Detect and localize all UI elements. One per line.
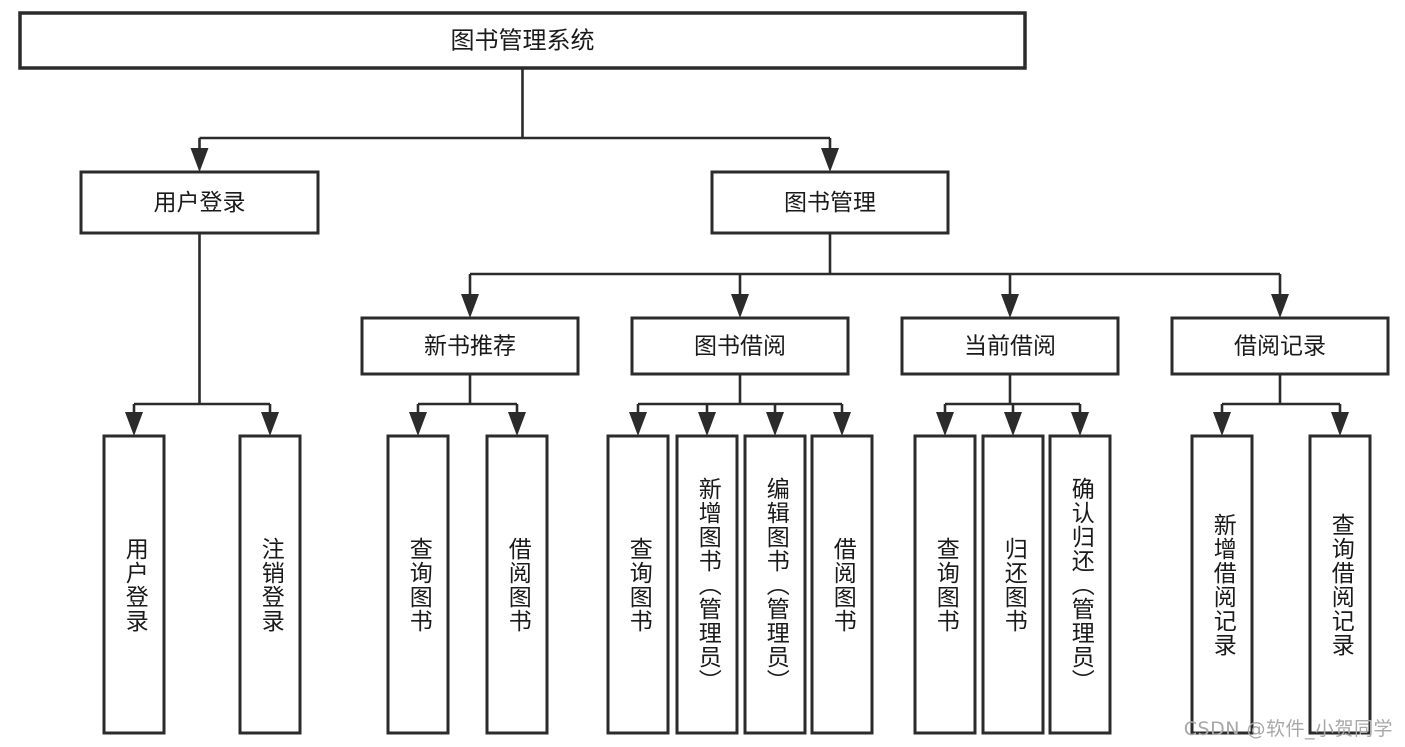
arrow-head-icon [731,294,749,318]
node-leaf-borrow-book-1[interactable] [485,434,549,735]
node-leaf-logout-login-rect [238,434,302,735]
node-leaf-return-book-rect [981,434,1045,735]
node-leaf-return-book[interactable] [981,434,1045,735]
node-leaf-borrow-book-1-rect [485,434,549,735]
arrow-head-icon [1004,412,1022,436]
node-user-login-rect [79,170,320,235]
arrow-head-icon [1071,412,1089,436]
node-leaf-borrow-book-2-rect [810,434,874,735]
node-leaf-query-book-1[interactable] [386,434,450,735]
node-book-borrow[interactable]: 图书借阅 [630,316,850,376]
node-leaf-add-record[interactable] [1190,434,1254,735]
node-new-book-recommend-rect [360,316,580,376]
arrow-head-icon [766,412,784,436]
arrow-head-icon [125,412,143,436]
node-leaf-confirm-return[interactable] [1048,434,1112,735]
node-leaf-query-record-rect [1308,434,1372,735]
csdn-watermark: CSDN @软件_小贺同学 [1183,718,1393,740]
connectors-layer [125,68,1349,436]
arrow-head-icon [508,412,526,436]
node-borrow-record[interactable]: 借阅记录 [1170,316,1390,376]
arrow-head-icon [1271,294,1289,318]
arrow-head-icon [409,412,427,436]
arrow-head-icon [833,412,851,436]
node-leaf-borrow-book-2[interactable] [810,434,874,735]
node-leaf-query-book-1-rect [386,434,450,735]
node-book-management[interactable]: 图书管理 [710,170,950,235]
node-leaf-add-book-rect [675,434,739,735]
node-leaf-query-record[interactable] [1308,434,1372,735]
arrow-head-icon [1213,412,1231,436]
node-new-book-recommend[interactable]: 新书推荐 [360,316,580,376]
node-current-borrow-label: 当前借阅 [964,334,1056,360]
node-root-图书管理系统-rect [18,11,1027,70]
node-borrow-record-label: 借阅记录 [1234,334,1326,360]
node-root-图书管理系统[interactable]: 图书管理系统 [18,11,1027,70]
node-leaf-query-book-3-rect [913,434,977,735]
node-leaf-edit-book-rect [743,434,807,735]
arrow-head-icon [190,148,209,172]
node-current-borrow[interactable]: 当前借阅 [900,316,1120,376]
arrow-head-icon [698,412,716,436]
node-root-图书管理系统-label: 图书管理系统 [451,27,595,55]
node-leaf-user-login[interactable] [102,434,166,735]
node-book-management-label: 图书管理 [784,190,876,216]
node-leaf-logout-login[interactable] [238,434,302,735]
arrow-head-icon [1001,294,1019,318]
node-current-borrow-rect [900,316,1120,376]
arrow-head-icon [1331,412,1349,436]
node-leaf-confirm-return-rect [1048,434,1112,735]
arrow-head-icon [821,148,839,172]
arrow-head-icon [629,412,647,436]
node-leaf-edit-book[interactable] [743,434,807,735]
node-leaf-add-record-rect [1190,434,1254,735]
arrow-head-icon [261,412,279,436]
arrow-head-icon [461,294,479,318]
node-new-book-recommend-label: 新书推荐 [424,334,516,360]
node-user-login-label: 用户登录 [154,190,246,216]
node-user-login[interactable]: 用户登录 [79,170,320,235]
node-leaf-add-book[interactable] [675,434,739,735]
node-leaf-query-book-2[interactable] [606,434,670,735]
arrow-head-icon [936,412,954,436]
node-borrow-record-rect [1170,316,1390,376]
node-book-borrow-rect [630,316,850,376]
node-leaf-user-login-rect [102,434,166,735]
node-book-borrow-label: 图书借阅 [694,334,786,360]
node-leaf-query-book-2-rect [606,434,670,735]
node-book-management-rect [710,170,950,235]
node-leaf-query-book-3[interactable] [913,434,977,735]
